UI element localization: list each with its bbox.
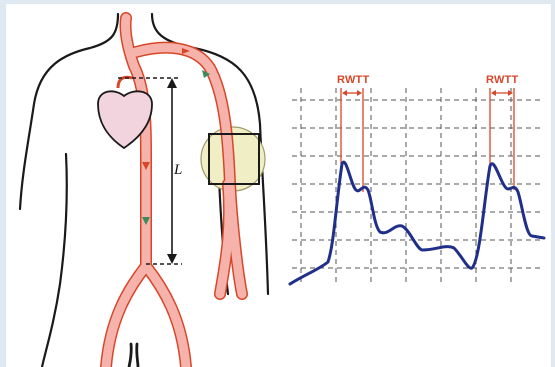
waveform-panel: [6, 4, 551, 367]
diagram-canvas: L: [6, 4, 551, 367]
pulse-waveform: [290, 162, 544, 284]
rwtt-label-1: RWTT: [337, 74, 369, 86]
rwtt-label-2: RWTT: [486, 74, 518, 86]
rwtt-arrowheads: [342, 90, 513, 96]
